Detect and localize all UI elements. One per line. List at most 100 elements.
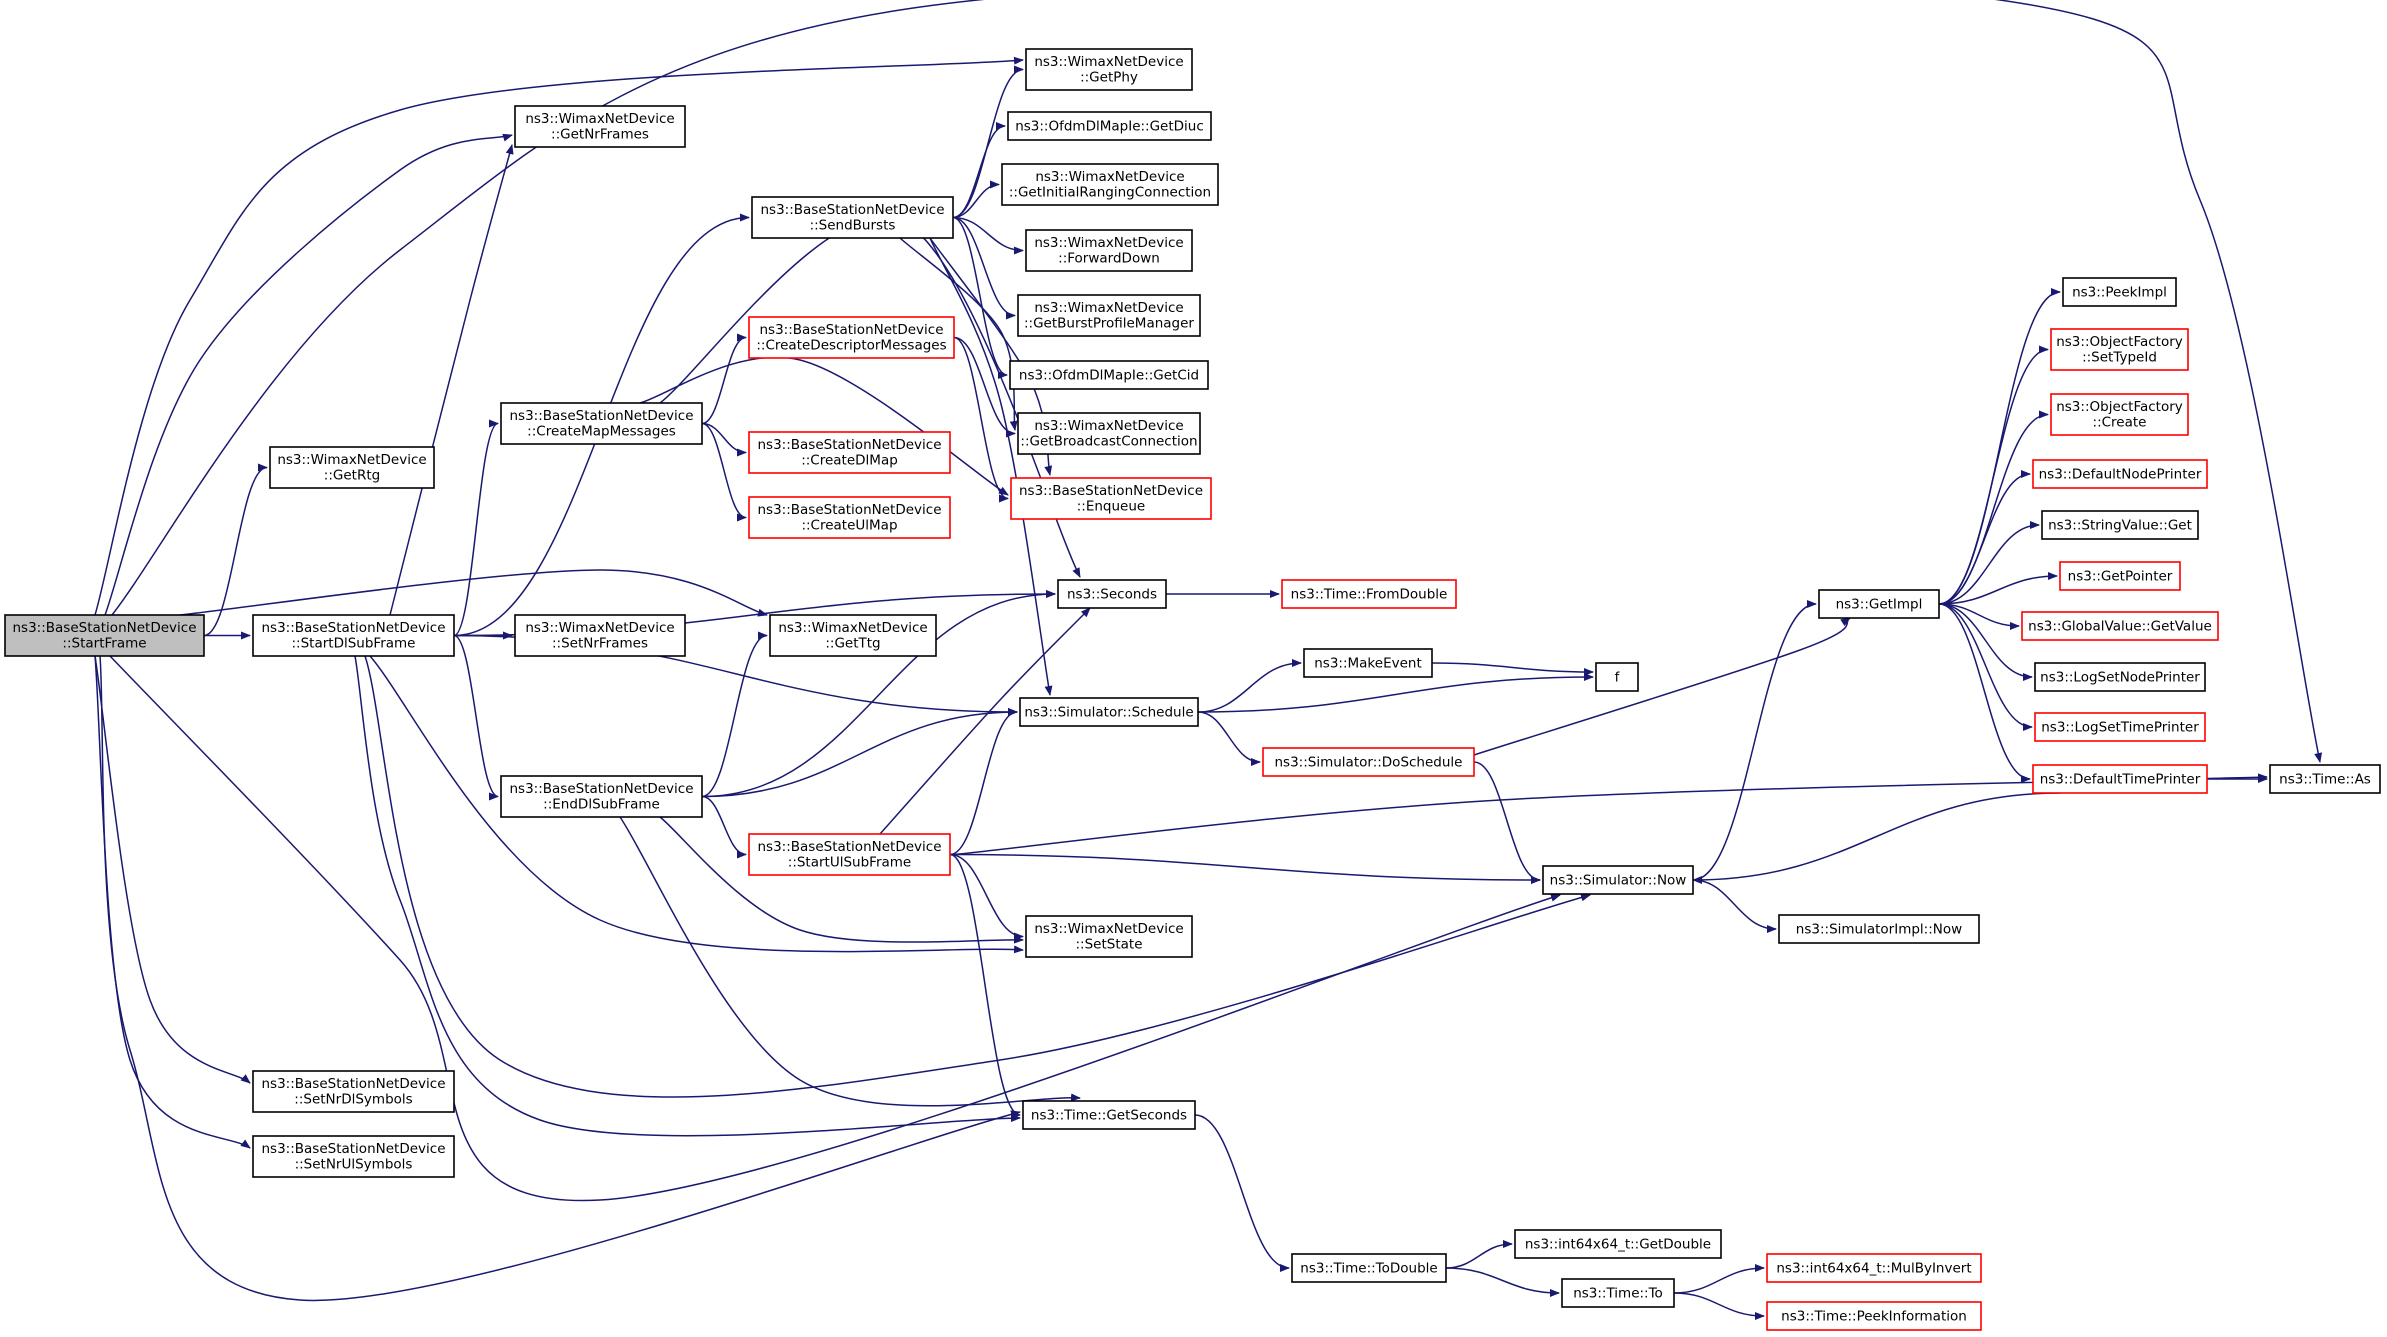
node-box[interactable] (1019, 697, 1199, 727)
node-box[interactable] (1818, 589, 1940, 619)
node-fromdouble[interactable]: ns3::Time::FromDouble (1281, 579, 1457, 609)
node-simnow[interactable]: ns3::Simulator::Now (1542, 865, 1694, 895)
node-box[interactable] (252, 1070, 455, 1113)
node-timeto[interactable]: ns3::Time::To (1561, 1278, 1675, 1308)
node-box[interactable] (1025, 915, 1193, 958)
node-getpointer[interactable]: ns3::GetPointer (2059, 561, 2181, 591)
node-mulbyinvert[interactable]: ns3::int64x64_t::MulByInvert (1766, 1253, 1982, 1283)
node-getdiuc[interactable]: ns3::OfdmDlMapIe::GetDiuc (1007, 111, 1212, 141)
node-sendbursts[interactable]: ns3::BaseStationNetDevice::SendBursts (751, 196, 954, 239)
node-box[interactable] (2034, 712, 2206, 742)
node-doschedule[interactable]: ns3::Simulator::DoSchedule (1262, 747, 1475, 777)
node-box[interactable] (252, 1135, 455, 1178)
node-gvgetvalue[interactable]: ns3::GlobalValue::GetValue (2021, 611, 2219, 641)
node-box[interactable] (1001, 163, 1219, 206)
node-setnrul[interactable]: ns3::BaseStationNetDevice::SetNrUlSymbol… (252, 1135, 455, 1178)
node-box[interactable] (1010, 477, 1212, 520)
node-box[interactable] (1595, 662, 1639, 692)
node-box[interactable] (1542, 865, 1694, 895)
node-seconds[interactable]: ns3::Seconds (1057, 579, 1167, 609)
node-box[interactable] (2032, 459, 2208, 489)
node-getdouble[interactable]: ns3::int64x64_t::GetDouble (1514, 1229, 1722, 1259)
node-box[interactable] (2034, 662, 2206, 692)
node-box[interactable] (1025, 48, 1193, 91)
node-box[interactable] (500, 775, 703, 818)
node-settypeid[interactable]: ns3::ObjectFactory::SetTypeId (2050, 328, 2189, 371)
node-gettg[interactable]: ns3::WimaxNetDevice::GetTtg (769, 614, 937, 657)
node-startframe[interactable]: ns3::BaseStationNetDevice::StartFrame (4, 614, 205, 657)
node-box[interactable] (1766, 1301, 1982, 1331)
node-getburstprof[interactable]: ns3::WimaxNetDevice::GetBurstProfileMana… (1017, 294, 1201, 337)
node-todouble[interactable]: ns3::Time::ToDouble (1291, 1253, 1447, 1283)
node-createmap[interactable]: ns3::BaseStationNetDevice::CreateMapMess… (500, 402, 703, 445)
node-createdesc[interactable]: ns3::BaseStationNetDevice::CreateDescrip… (748, 316, 955, 359)
node-schedule[interactable]: ns3::Simulator::Schedule (1019, 697, 1199, 727)
node-box[interactable] (2021, 611, 2219, 641)
node-box[interactable] (1009, 360, 1209, 390)
node-setnrframes[interactable]: ns3::WimaxNetDevice::SetNrFrames (514, 614, 686, 657)
node-box[interactable] (514, 105, 686, 148)
node-getimpl[interactable]: ns3::GetImpl (1818, 589, 1940, 619)
node-defnodeprinter[interactable]: ns3::DefaultNodePrinter (2032, 459, 2208, 489)
node-box[interactable] (269, 446, 435, 489)
node-box[interactable] (1561, 1278, 1675, 1308)
node-createulmap[interactable]: ns3::BaseStationNetDevice::CreateUlMap (748, 496, 951, 539)
node-simimplnow[interactable]: ns3::SimulatorImpl::Now (1778, 914, 1980, 944)
node-enqueue[interactable]: ns3::BaseStationNetDevice::Enqueue (1010, 477, 1212, 520)
node-deftimeprinter[interactable]: ns3::DefaultTimePrinter (2032, 764, 2208, 794)
node-getcid[interactable]: ns3::OfdmDlMapIe::GetCid (1009, 360, 1209, 390)
node-box[interactable] (1007, 111, 1212, 141)
node-startdl[interactable]: ns3::BaseStationNetDevice::StartDlSubFra… (252, 614, 455, 657)
node-peekinfo[interactable]: ns3::Time::PeekInformation (1766, 1301, 1982, 1331)
node-logsettime[interactable]: ns3::LogSetTimePrinter (2034, 712, 2206, 742)
node-getrtg[interactable]: ns3::WimaxNetDevice::GetRtg (269, 446, 435, 489)
node-box[interactable] (1291, 1253, 1447, 1283)
node-enddl[interactable]: ns3::BaseStationNetDevice::EndDlSubFrame (500, 775, 703, 818)
node-peekimpl[interactable]: ns3::PeekImpl (2062, 277, 2177, 307)
node-getbcast[interactable]: ns3::WimaxNetDevice::GetBroadcastConnect… (1017, 412, 1201, 455)
node-f[interactable]: f (1595, 662, 1639, 692)
node-box[interactable] (1281, 579, 1457, 609)
node-timeas[interactable]: ns3::Time::As (2269, 764, 2381, 794)
node-box[interactable] (1025, 229, 1193, 272)
node-box[interactable] (751, 196, 954, 239)
node-box[interactable] (1057, 579, 1167, 609)
node-box[interactable] (252, 614, 455, 657)
node-startul[interactable]: ns3::BaseStationNetDevice::StartUlSubFra… (748, 833, 951, 876)
node-box[interactable] (748, 316, 955, 359)
node-box[interactable] (2059, 561, 2181, 591)
node-box[interactable] (1303, 648, 1433, 678)
node-createdlmap[interactable]: ns3::BaseStationNetDevice::CreateDlMap (748, 431, 951, 474)
node-getseconds[interactable]: ns3::Time::GetSeconds (1022, 1100, 1196, 1130)
node-box[interactable] (500, 402, 703, 445)
node-box[interactable] (2032, 764, 2208, 794)
node-box[interactable] (769, 614, 937, 657)
node-makeevent[interactable]: ns3::MakeEvent (1303, 648, 1433, 678)
node-box[interactable] (2050, 393, 2189, 436)
node-logsetnode[interactable]: ns3::LogSetNodePrinter (2034, 662, 2206, 692)
node-box[interactable] (1017, 294, 1201, 337)
node-box[interactable] (1778, 914, 1980, 944)
node-setstate[interactable]: ns3::WimaxNetDevice::SetState (1025, 915, 1193, 958)
node-box[interactable] (4, 614, 205, 657)
node-setnrdl[interactable]: ns3::BaseStationNetDevice::SetNrDlSymbol… (252, 1070, 455, 1113)
node-stringget[interactable]: ns3::StringValue::Get (2041, 510, 2199, 540)
node-box[interactable] (748, 431, 951, 474)
node-box[interactable] (1022, 1100, 1196, 1130)
node-box[interactable] (748, 833, 951, 876)
node-getphy[interactable]: ns3::WimaxNetDevice::GetPhy (1025, 48, 1193, 91)
node-ofcreate[interactable]: ns3::ObjectFactory::Create (2050, 393, 2189, 436)
node-box[interactable] (2041, 510, 2199, 540)
node-getnrframes[interactable]: ns3::WimaxNetDevice::GetNrFrames (514, 105, 686, 148)
node-forwarddown[interactable]: ns3::WimaxNetDevice::ForwardDown (1025, 229, 1193, 272)
node-box[interactable] (1017, 412, 1201, 455)
node-box[interactable] (1262, 747, 1475, 777)
node-box[interactable] (748, 496, 951, 539)
node-box[interactable] (1514, 1229, 1722, 1259)
node-box[interactable] (514, 614, 686, 657)
node-getinitrng[interactable]: ns3::WimaxNetDevice::GetInitialRangingCo… (1001, 163, 1219, 206)
node-box[interactable] (2050, 328, 2189, 371)
node-box[interactable] (2062, 277, 2177, 307)
node-box[interactable] (1766, 1253, 1982, 1283)
node-box[interactable] (2269, 764, 2381, 794)
